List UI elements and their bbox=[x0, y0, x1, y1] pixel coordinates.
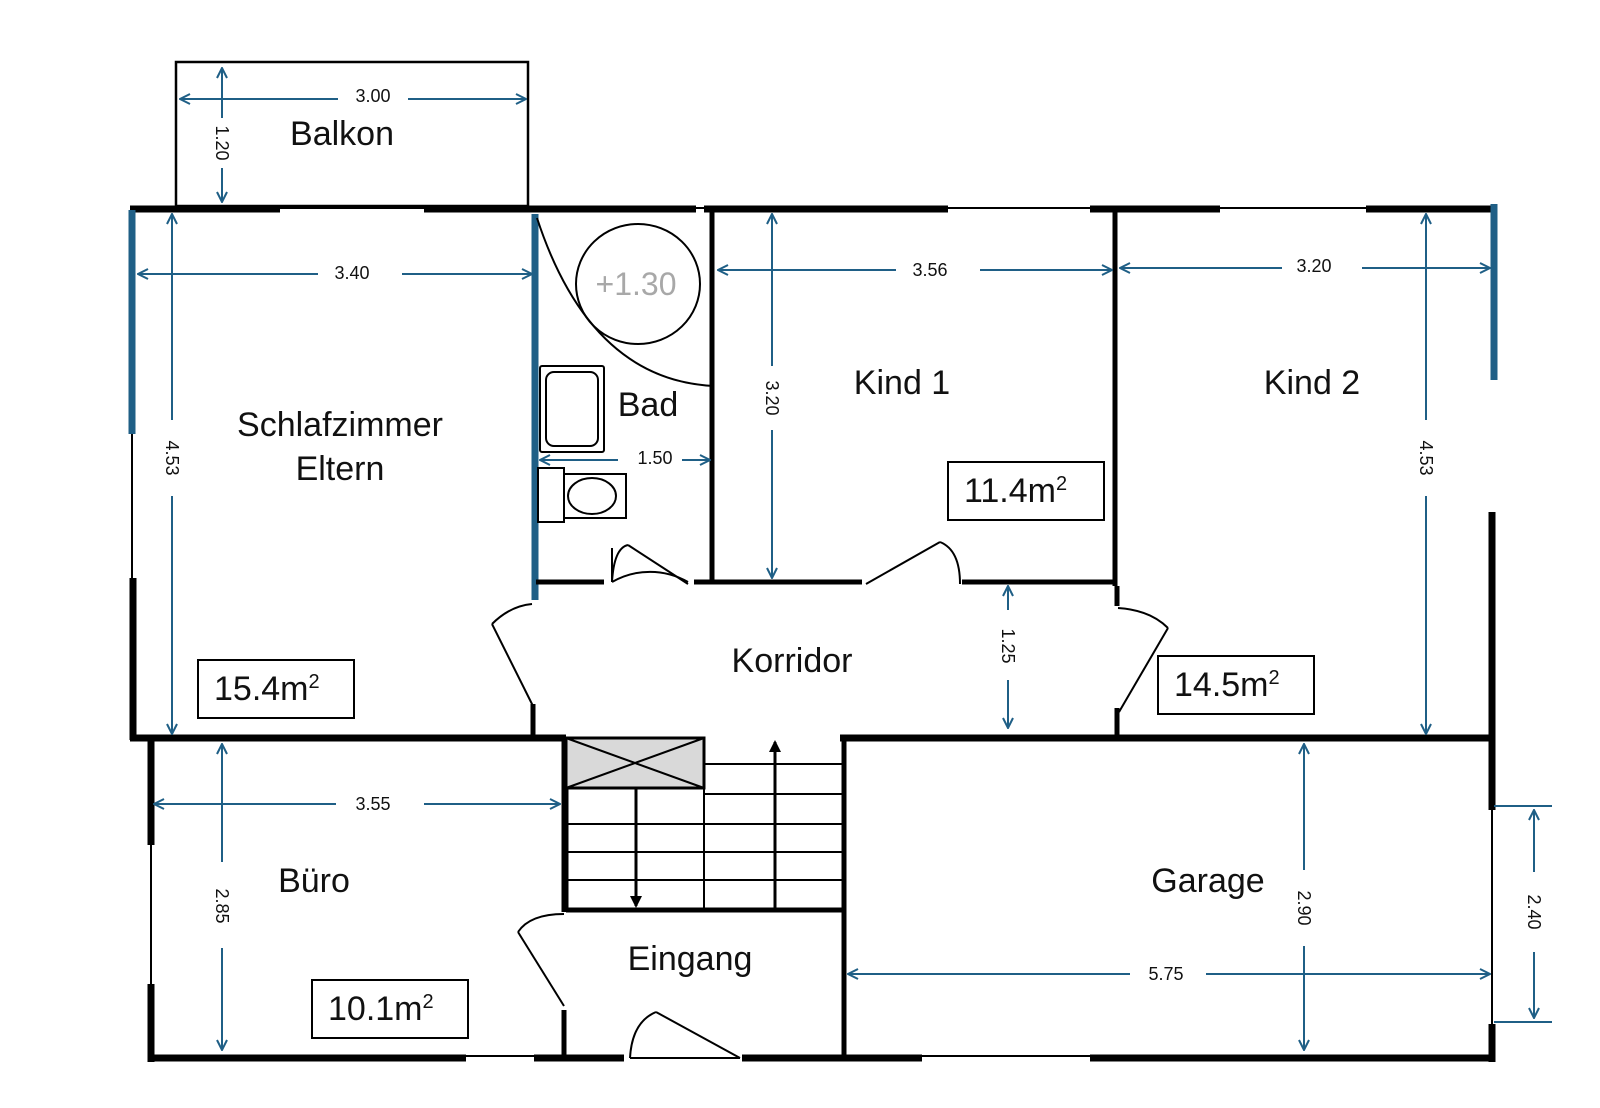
area-value-kind2: 14.5m bbox=[1174, 666, 1269, 704]
dim-balkon-depth: 1.20 bbox=[212, 125, 232, 160]
room-label-korridor: Korridor bbox=[732, 642, 853, 680]
room-label-schlafzimmer-line1: Schlafzimmer bbox=[237, 406, 443, 444]
dim-kind1-depth: 3.20 bbox=[762, 380, 782, 415]
dim-buero-width: 3.55 bbox=[355, 794, 390, 814]
dim-garage-width: 5.75 bbox=[1148, 964, 1183, 984]
staircase bbox=[563, 736, 842, 913]
room-label-bad: Bad bbox=[618, 386, 679, 424]
room-label-kind2: Kind 2 bbox=[1264, 364, 1360, 402]
svg-text:15.4m2: 15.4m2 bbox=[214, 670, 320, 708]
svg-text:10.1m2: 10.1m2 bbox=[328, 990, 434, 1028]
bad-level-label: +1.30 bbox=[596, 266, 677, 302]
dim-schlafzimmer-width: 3.40 bbox=[334, 263, 369, 283]
area-value-kind1: 11.4m bbox=[964, 472, 1056, 510]
exterior-walls bbox=[129, 205, 1496, 1062]
shower-tray-icon bbox=[539, 365, 605, 453]
area-value-buero: 10.1m bbox=[328, 990, 423, 1028]
svg-text:11.4m2: 11.4m2 bbox=[964, 472, 1067, 510]
area-exponent: 2 bbox=[1269, 667, 1280, 689]
dim-kind2-depth: 4.53 bbox=[1416, 440, 1436, 475]
room-label-schlafzimmer-line2: Eltern bbox=[296, 450, 385, 488]
room-label-eingang: Eingang bbox=[628, 940, 753, 978]
dim-garage-door: 2.40 bbox=[1524, 894, 1544, 929]
dimension-lines bbox=[138, 68, 1552, 1050]
dim-garage-depth: 2.90 bbox=[1294, 890, 1314, 925]
area-box-kind2: 14.5m2 bbox=[1157, 655, 1315, 715]
dim-buero-depth: 2.85 bbox=[212, 888, 232, 923]
area-value-schlafzimmer: 15.4m bbox=[214, 670, 309, 708]
room-label-kind1: Kind 1 bbox=[854, 364, 950, 402]
area-box-buero: 10.1m2 bbox=[311, 979, 469, 1039]
dim-bad-width: 1.50 bbox=[637, 448, 672, 468]
dim-kind2-width: 3.20 bbox=[1296, 256, 1331, 276]
room-label-balkon: Balkon bbox=[290, 115, 394, 153]
dim-kind1-width: 3.56 bbox=[912, 260, 947, 280]
dim-korridor-depth: 1.25 bbox=[998, 628, 1018, 663]
area-box-kind1: 11.4m2 bbox=[947, 461, 1105, 521]
toilet-icon bbox=[537, 467, 627, 523]
room-label-garage: Garage bbox=[1151, 862, 1264, 900]
area-exponent: 2 bbox=[1056, 473, 1067, 495]
dim-balkon-width: 3.00 bbox=[355, 86, 390, 106]
area-exponent: 2 bbox=[423, 991, 434, 1013]
area-box-schlafzimmer: 15.4m2 bbox=[197, 659, 355, 719]
dim-schlafzimmer-depth: 4.53 bbox=[162, 440, 182, 475]
interior-walls bbox=[130, 212, 1494, 1058]
glazed-walls bbox=[128, 204, 1498, 600]
svg-text:14.5m2: 14.5m2 bbox=[1174, 666, 1280, 704]
bathtub-icon bbox=[536, 217, 715, 387]
room-label-buero: Büro bbox=[278, 862, 350, 900]
doors bbox=[491, 541, 1169, 1059]
balcony-outline bbox=[174, 60, 530, 208]
area-exponent: 2 bbox=[309, 671, 320, 693]
